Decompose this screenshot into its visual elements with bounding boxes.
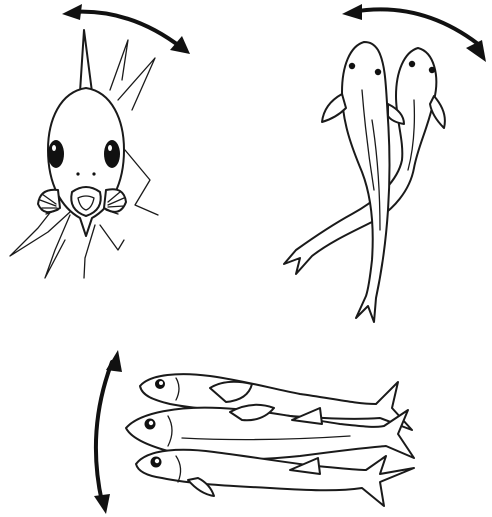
right-eye: [104, 140, 120, 168]
dorsal-spine: [80, 30, 92, 92]
left-eye: [48, 140, 64, 168]
front-view-fish-panel: [10, 4, 190, 278]
top-view-fish-panel: [284, 4, 486, 322]
side-view-fish-panel: [94, 350, 414, 514]
vertical-swing-arrow: [94, 350, 122, 514]
right-pectoral-fin: [104, 189, 126, 212]
